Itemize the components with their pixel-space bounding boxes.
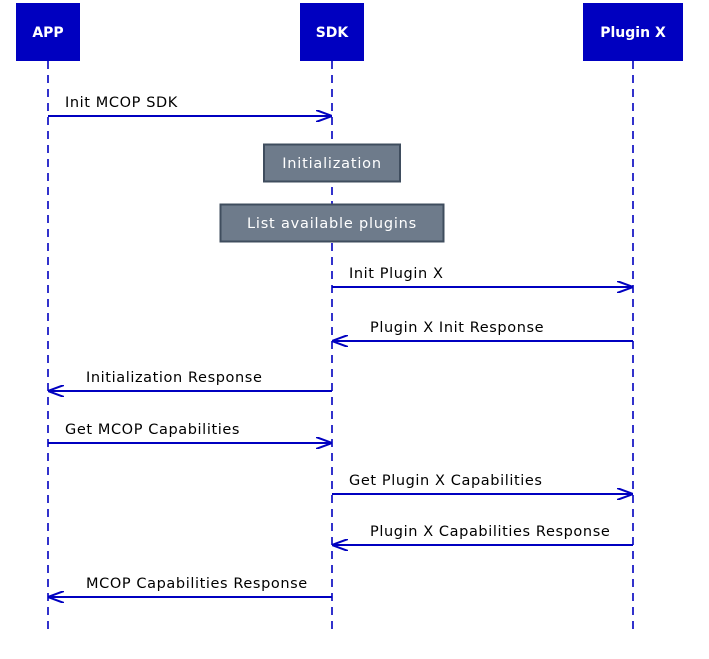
note-label-3: List available plugins	[247, 216, 417, 232]
message-label-5: Plugin X Init Response	[370, 320, 544, 336]
participant-label-sdk: SDK	[316, 25, 350, 41]
participant-label-plugin: Plugin X	[600, 25, 666, 41]
participant-box-app	[16, 3, 80, 61]
message-label-8: Get Plugin X Capabilities	[349, 473, 543, 489]
note-label-2: Initialization	[282, 156, 382, 172]
message-label-6: Initialization Response	[86, 370, 262, 386]
participant-box-sdk	[300, 3, 364, 61]
message-label-7: Get MCOP Capabilities	[65, 422, 240, 438]
message-label-1: Init MCOP SDK	[65, 95, 178, 111]
participant-label-app: APP	[32, 25, 63, 41]
note-box-3	[219, 203, 445, 243]
message-label-4: Init Plugin X	[349, 266, 444, 282]
note-box-2	[263, 143, 401, 183]
message-label-10: MCOP Capabilities Response	[86, 576, 308, 592]
participant-box-plugin	[583, 3, 683, 61]
message-label-9: Plugin X Capabilities Response	[370, 524, 610, 540]
